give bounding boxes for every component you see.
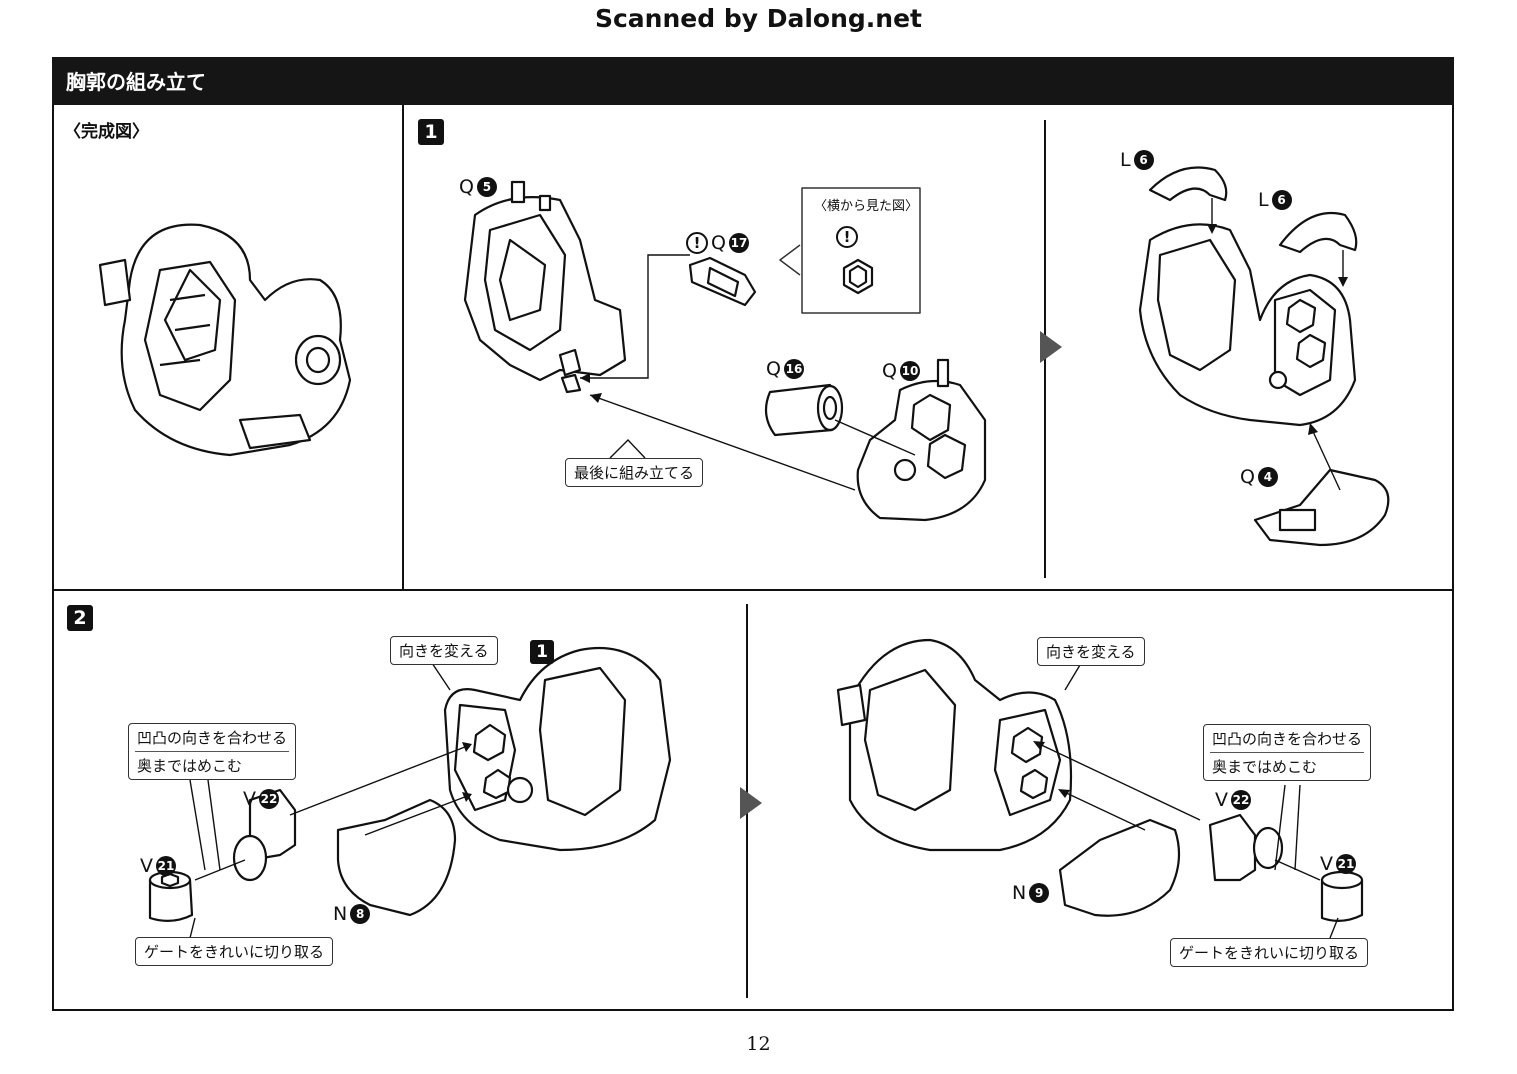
panel-divider-vertical <box>402 105 404 590</box>
completed-chest-illustration <box>98 223 352 457</box>
part-number-badge: 4 <box>1257 467 1278 487</box>
part-number-badge: 8 <box>350 904 371 924</box>
page-number: 12 <box>746 1033 771 1055</box>
callout-align-left: 凹凸の向きを合わせる 奥まではめこむ <box>128 723 297 780</box>
side-view-label: 〈横から見た図〉 <box>814 199 919 214</box>
part-number-badge: 17 <box>728 233 749 253</box>
caution-icon: ! <box>836 226 858 248</box>
step1-assembled-illustration <box>1138 223 1357 427</box>
q10-guide-line <box>589 394 856 491</box>
callout-change-direction-left: 向きを変える <box>390 636 498 665</box>
part-number-badge: 6 <box>1271 190 1292 210</box>
part-number-badge: 21 <box>1336 854 1356 874</box>
callout-assemble-last: 最後に組み立てる <box>565 458 704 487</box>
part-l6a-illustration <box>1148 166 1228 202</box>
completed-view-label: 〈完成図〉 <box>64 122 149 142</box>
caution-icon: ! <box>686 232 708 254</box>
q17-guide-line <box>580 254 690 379</box>
part-n9-illustration <box>1058 818 1181 917</box>
part-v22-right-illustration <box>1208 813 1257 882</box>
callout-change-direction-right: 向きを変える <box>1037 637 1145 666</box>
side-view-caution: ! <box>836 226 858 248</box>
callout-align-right: 凹凸の向きを合わせる 奥まではめこむ <box>1203 724 1372 781</box>
step2-next-arrow <box>740 787 762 819</box>
step2-left-assembled-illustration <box>443 646 672 852</box>
callout-insert-text: 奥まではめこむ <box>1212 758 1318 776</box>
step1-next-arrow <box>1040 331 1062 363</box>
part-q5-illustration <box>463 180 627 394</box>
part-q16-illustration <box>764 383 844 437</box>
section-title: 胸郭の組み立て <box>66 70 206 94</box>
part-n8-illustration <box>336 798 457 917</box>
part-number-badge: 5 <box>476 177 497 197</box>
callout-align-text: 凹凸の向きを合わせる <box>1212 730 1363 748</box>
scan-credit: Scanned by Dalong.net <box>594 4 922 33</box>
callout-align-text: 凹凸の向きを合わせる <box>137 729 288 747</box>
section-header-bar <box>52 57 1454 105</box>
part-number-badge: 22 <box>1231 790 1251 810</box>
callout-insert-text: 奥まではめこむ <box>137 757 243 775</box>
part-number-badge: 6 <box>1133 150 1154 170</box>
callout-cut-gate-left: ゲートをきれいに切り取る <box>135 937 334 966</box>
step-1-badge: 1 <box>418 119 444 145</box>
panel-divider-horizontal <box>52 589 1454 591</box>
part-l6b-illustration <box>1278 211 1358 254</box>
part-q10-illustration <box>856 358 987 522</box>
part-q17-illustration <box>688 256 757 307</box>
part-number-badge: 16 <box>783 359 804 379</box>
part-number-badge: 9 <box>1029 883 1050 903</box>
step-2-badge: 2 <box>67 605 93 631</box>
step2-right-assembled-illustration <box>836 638 1073 852</box>
part-number-badge: 10 <box>899 361 920 381</box>
step-1-reference-badge: 1 <box>530 640 554 664</box>
part-number-badge: 21 <box>156 856 176 876</box>
part-number-badge: 22 <box>259 789 279 809</box>
callout-cut-gate-right: ゲートをきれいに切り取る <box>1170 938 1369 967</box>
part-v22-front-face <box>232 834 268 882</box>
